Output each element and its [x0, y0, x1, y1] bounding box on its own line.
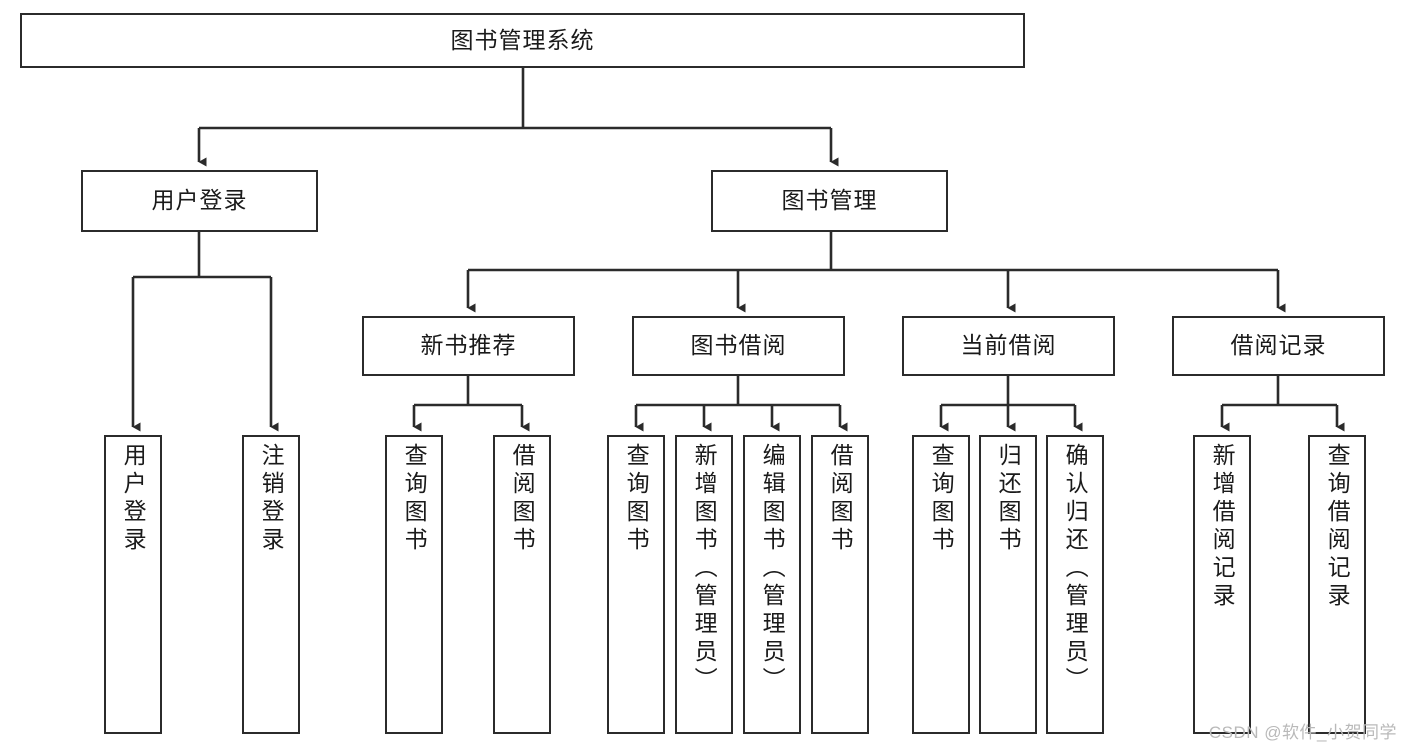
node-label: 用户登录 — [120, 443, 147, 555]
node-label: 查询图书 — [401, 443, 428, 555]
node-user-login[interactable]: 用户登录 — [81, 170, 318, 232]
node-label: 当前借阅 — [960, 332, 1057, 359]
node-leaf-add-borrow-record[interactable]: 新增借阅记录 — [1193, 435, 1251, 734]
node-leaf-borrow-book[interactable]: 借阅图书 — [811, 435, 869, 734]
node-label: 图书管理 — [781, 187, 878, 214]
node-label: 注销登录 — [258, 443, 285, 555]
node-current-borrow[interactable]: 当前借阅 — [902, 316, 1115, 376]
node-borrow-record[interactable]: 借阅记录 — [1172, 316, 1385, 376]
node-book-management[interactable]: 图书管理 — [711, 170, 948, 232]
node-label: 查询图书 — [928, 443, 955, 555]
node-leaf-query-book-recommend[interactable]: 查询图书 — [385, 435, 443, 734]
node-label: 新增借阅记录 — [1209, 443, 1236, 611]
node-label: 图书借阅 — [690, 332, 787, 359]
node-label: 借阅记录 — [1230, 332, 1327, 359]
node-label: 编辑图书（管理员） — [759, 443, 786, 695]
node-leaf-add-book-admin[interactable]: 新增图书（管理员） — [675, 435, 733, 734]
node-leaf-logout-login[interactable]: 注销登录 — [242, 435, 300, 734]
node-label: 借阅图书 — [827, 443, 854, 555]
node-leaf-query-book-current[interactable]: 查询图书 — [912, 435, 970, 734]
node-label: 归还图书 — [995, 443, 1022, 555]
node-label: 借阅图书 — [509, 443, 536, 555]
node-book-borrow[interactable]: 图书借阅 — [632, 316, 845, 376]
node-leaf-query-book-borrow[interactable]: 查询图书 — [607, 435, 665, 734]
node-label: 用户登录 — [151, 187, 248, 214]
node-label: 查询图书 — [623, 443, 650, 555]
node-leaf-edit-book-admin[interactable]: 编辑图书（管理员） — [743, 435, 801, 734]
csdn-watermark: CSDN @软件_小贺同学 — [1208, 723, 1397, 742]
node-label: 新增图书（管理员） — [691, 443, 718, 695]
node-leaf-borrow-book-recommend[interactable]: 借阅图书 — [493, 435, 551, 734]
node-leaf-return-book[interactable]: 归还图书 — [979, 435, 1037, 734]
node-leaf-user-login[interactable]: 用户登录 — [104, 435, 162, 734]
node-root-book-management-system[interactable]: 图书管理系统 — [20, 13, 1025, 68]
node-label: 图书管理系统 — [450, 26, 595, 53]
node-new-book-recommend[interactable]: 新书推荐 — [362, 316, 575, 376]
node-leaf-confirm-return-admin[interactable]: 确认归还（管理员） — [1046, 435, 1104, 734]
node-label: 新书推荐 — [420, 332, 517, 359]
node-leaf-query-borrow-record[interactable]: 查询借阅记录 — [1308, 435, 1366, 734]
node-label: 确认归还（管理员） — [1062, 443, 1089, 695]
node-label: 查询借阅记录 — [1324, 443, 1351, 611]
